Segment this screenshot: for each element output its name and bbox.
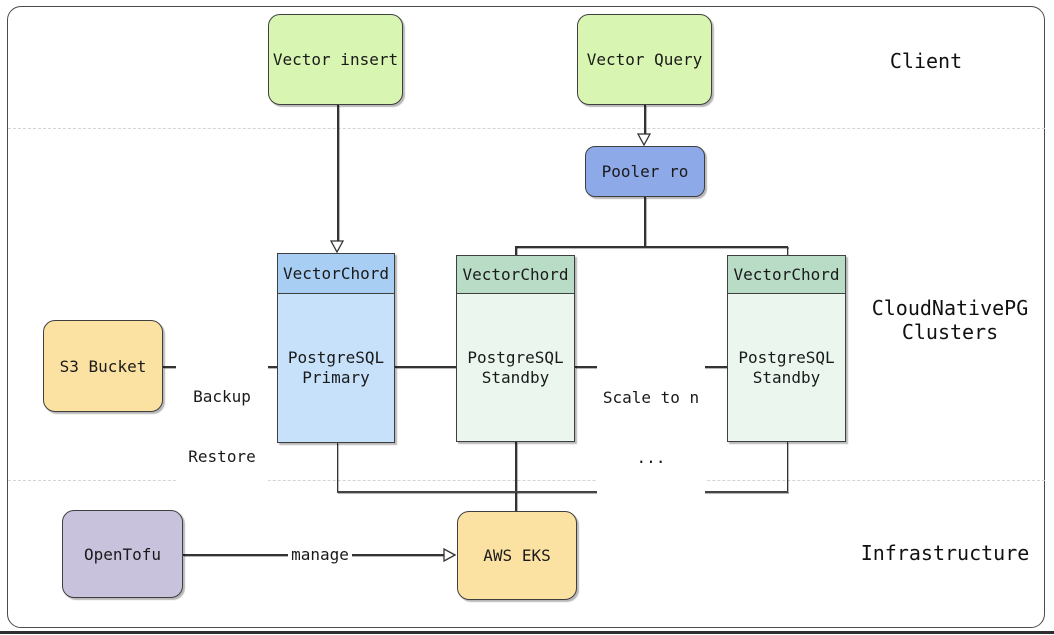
arrowhead-right-icon (443, 547, 457, 563)
arrowhead-down-icon (329, 240, 345, 254)
node-s3-bucket: S3 Bucket (43, 320, 163, 412)
standby2-vectorchord-header: VectorChord (728, 256, 845, 294)
standby1-body-line2: Standby (481, 367, 550, 387)
section-divider-clusters-infra (8, 480, 1045, 481)
connector-db-bus (336, 491, 788, 493)
primary-vectorchord-header: VectorChord (278, 254, 394, 294)
connector-standby1-to-eks (515, 442, 517, 511)
section-label-infrastructure: Infrastructure (860, 541, 1030, 565)
standby1-vectorchord-header: VectorChord (457, 256, 574, 294)
vector-insert-label: Vector insert (272, 50, 399, 69)
connector-split-to-standby1 (515, 246, 517, 256)
node-vector-insert: Vector insert (268, 14, 403, 105)
node-vector-query: Vector Query (577, 14, 712, 105)
backup-restore-label: Backup Restore (176, 347, 268, 507)
opentofu-label: OpenTofu (83, 544, 162, 564)
standby1-body-line1: PostgreSQL (467, 347, 564, 367)
scale-to-n-label: Scale to n ... (597, 348, 705, 508)
section-divider-client-clusters (8, 128, 1045, 129)
connector-pooler-down (644, 197, 646, 247)
backup-label-line1: Backup (193, 387, 251, 406)
node-postgresql-primary: VectorChord PostgreSQL Primary (277, 253, 395, 443)
connector-primary-down (336, 443, 338, 492)
node-postgresql-standby-1: VectorChord PostgreSQL Standby (456, 255, 575, 442)
pooler-ro-label: Pooler ro (601, 162, 689, 181)
connector-primary-standby1 (395, 366, 456, 368)
s3-bucket-label: S3 Bucket (59, 356, 147, 376)
node-pooler-ro: Pooler ro (585, 146, 705, 197)
section-label-client: Client (889, 49, 963, 73)
primary-body-line1: PostgreSQL (287, 348, 385, 367)
connector-standby2-down (786, 442, 788, 492)
connector-pooler-split (515, 246, 788, 248)
standby2-body-line2: Standby (752, 367, 821, 387)
node-postgresql-standby-2: VectorChord PostgreSQL Standby (727, 255, 846, 442)
diagram-frame (7, 6, 1045, 628)
aws-eks-label: AWS EKS (483, 546, 551, 565)
node-opentofu: OpenTofu (62, 510, 183, 598)
connector-query-to-pooler (644, 105, 646, 134)
vector-query-label: Vector Query (586, 50, 703, 69)
manage-label: manage (288, 545, 352, 565)
section-label-clusters: CloudNativePG Clusters (850, 296, 1050, 344)
scale-label-line1: Scale to n (602, 388, 700, 407)
primary-body-line2: Primary (302, 368, 370, 387)
standby2-body-line1: PostgreSQL (738, 347, 835, 367)
primary-body: PostgreSQL Primary (278, 294, 394, 442)
connector-split-to-standby2 (786, 246, 788, 256)
clusters-label-line1: CloudNativePG (871, 296, 1029, 320)
scale-label-line2: ... (636, 448, 666, 467)
clusters-label-line2: Clusters (901, 320, 999, 344)
connector-insert-to-primary (337, 105, 339, 241)
node-aws-eks: AWS EKS (457, 511, 577, 600)
arrowhead-down-icon (636, 133, 652, 147)
standby1-body: PostgreSQL Standby (457, 294, 574, 441)
window-bottom-edge (0, 631, 1054, 634)
standby2-body: PostgreSQL Standby (728, 294, 845, 441)
backup-label-line2: Restore (188, 447, 256, 466)
